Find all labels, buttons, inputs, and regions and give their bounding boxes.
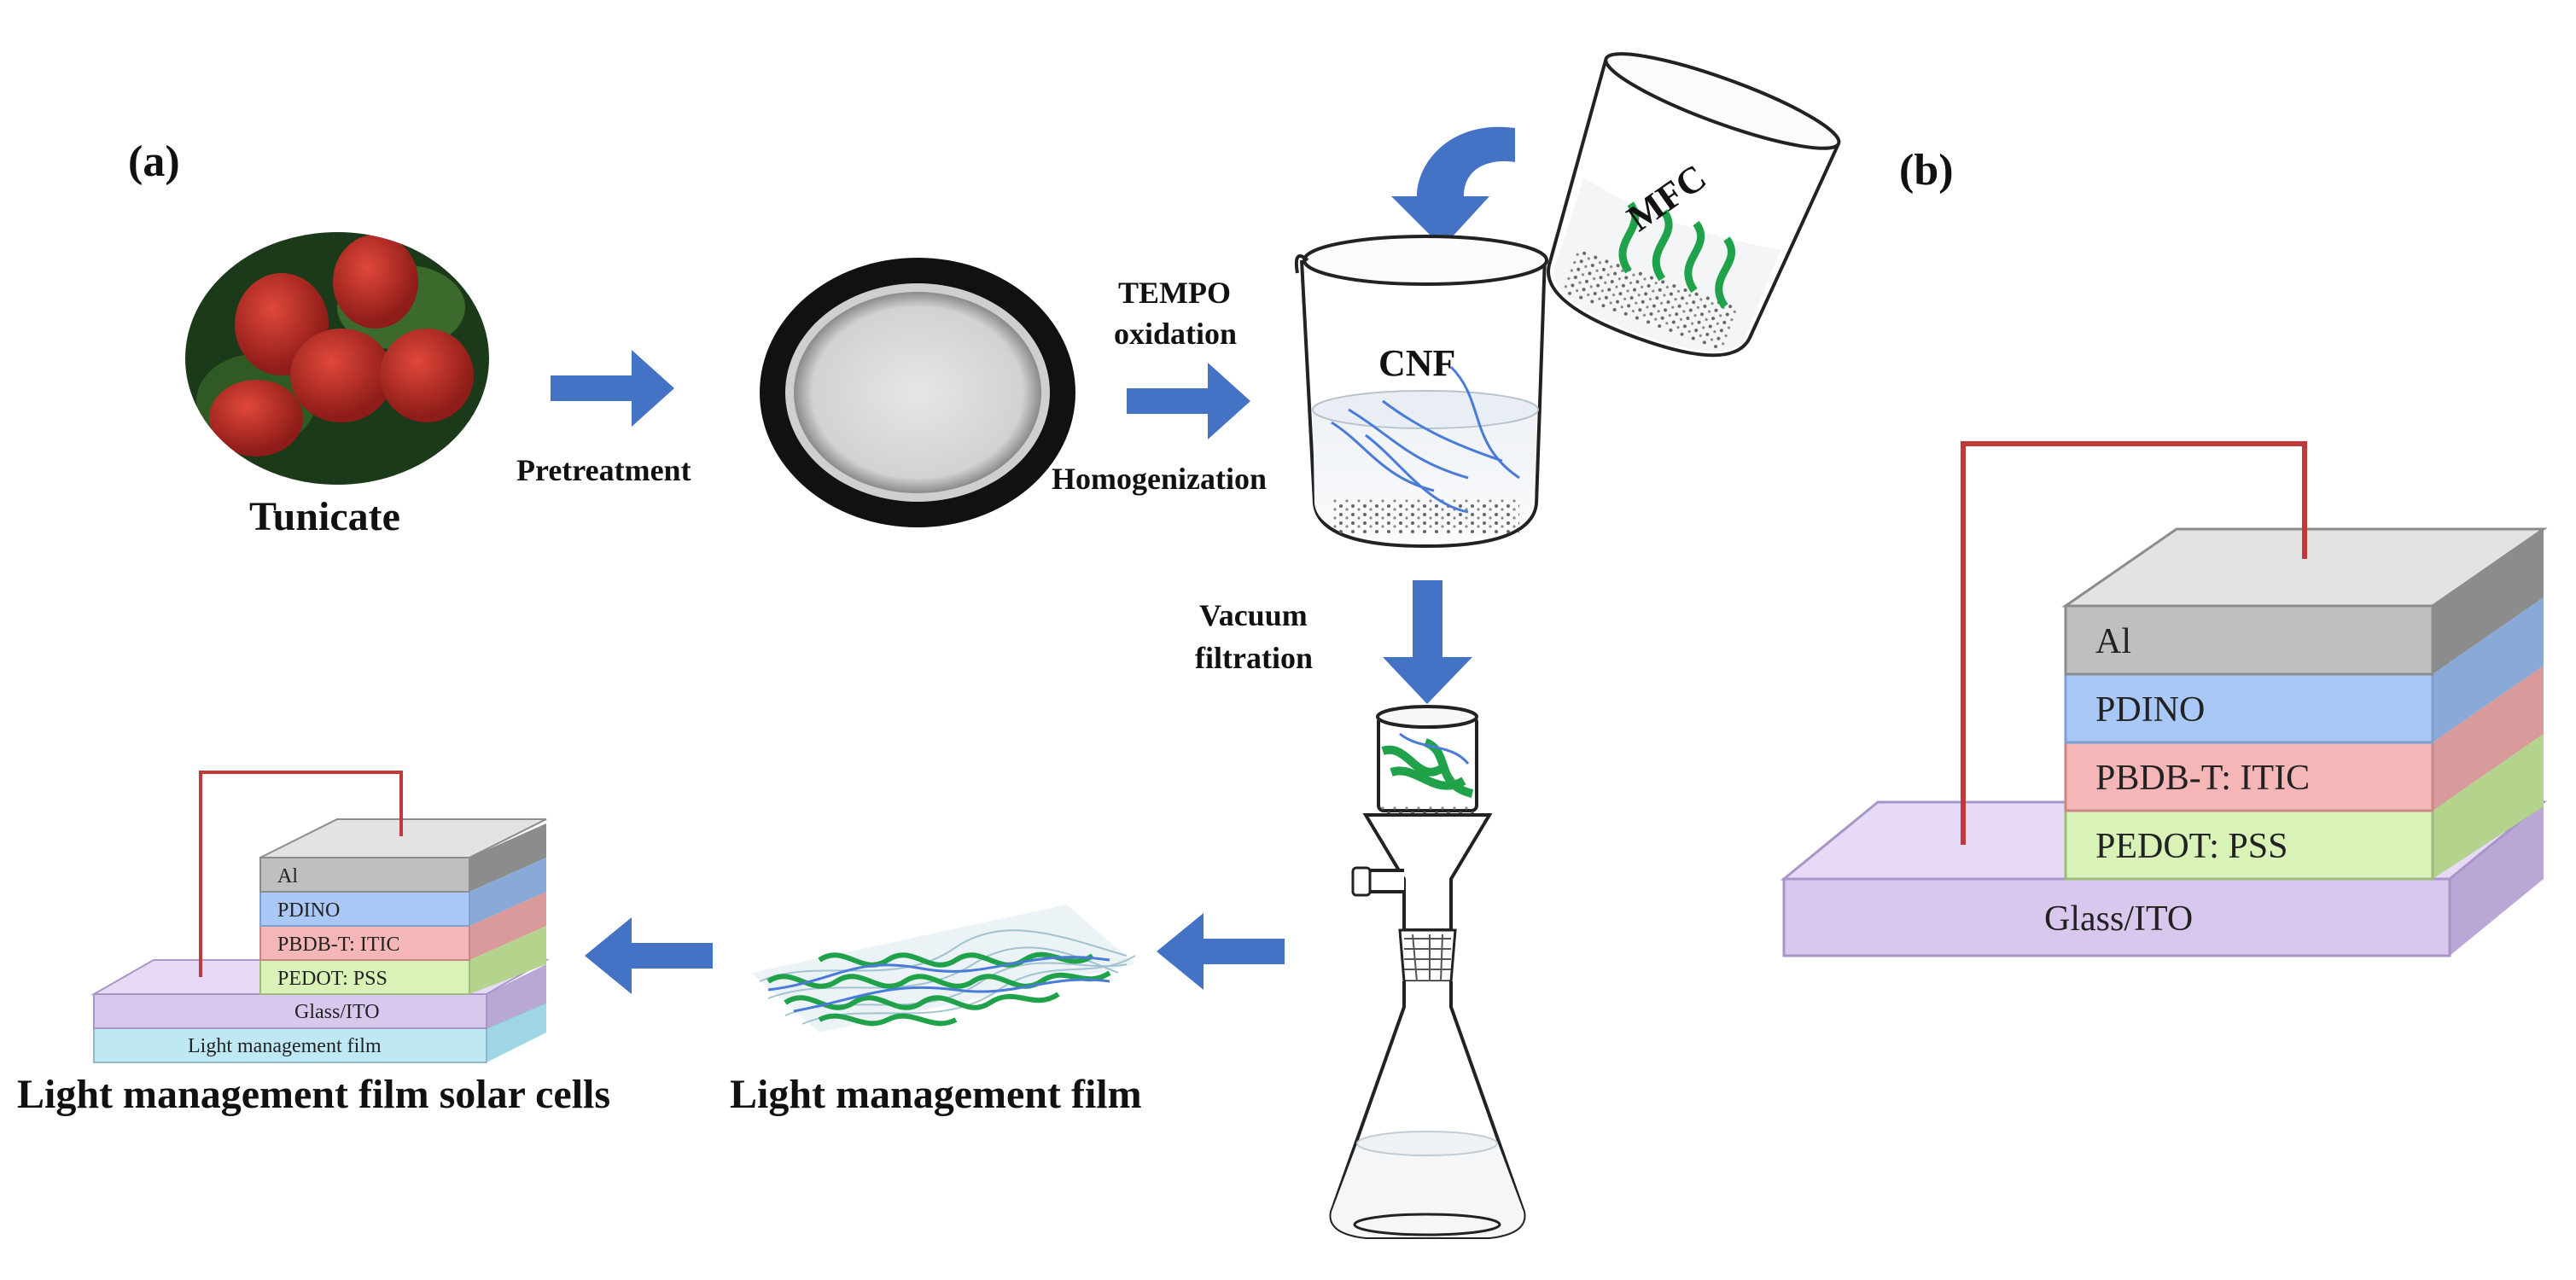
film-label: Light management film [730,1072,1142,1117]
tunicate-fruit [333,235,418,329]
small-layer-lmf [93,1027,487,1063]
large-label-glass: Glass/ITO [2044,899,2193,939]
tunicate-fruit [290,329,393,422]
arrow-left-2 [585,917,713,994]
tunicate-label: Tunicate [249,494,400,539]
mfc-fibers [1618,201,1736,309]
curved-arrow [1391,126,1515,247]
large-wire [1961,441,2307,845]
oxidation-label: oxidation [1114,317,1238,351]
large-layer-pedot [2064,809,2434,881]
light-management-film-image [751,905,1136,1033]
small-label-al: Al [277,865,298,887]
tempo-label: TEMPO [1118,276,1231,310]
homogenization-label: Homogenization [1052,462,1267,496]
filtration-apparatus [1329,705,1526,1239]
arrow-left-1 [1157,913,1285,990]
small-label-lmf: Light management film [188,1035,382,1057]
cnf-label: CNF [1378,342,1455,384]
small-label-pbdb: PBDB-T: ITIC [277,934,399,956]
filtration-label: filtration [1195,641,1313,675]
tunicate-fruit [380,329,474,422]
cells-label: Light management film solar cells [17,1072,611,1117]
large-layer-glass [1782,877,2451,957]
cnf-fibers [1331,365,1520,514]
large-label-pdino: PDINO [2095,690,2205,730]
tunicate-fruit [209,380,303,457]
arrow-down [1383,580,1472,704]
petri-dish [760,258,1075,527]
large-layer-al [2064,604,2434,676]
cnf-beaker [1294,235,1548,549]
tunicate-photo [182,229,492,488]
small-layer-al [259,857,470,893]
large-label-al: Al [2095,622,2131,661]
large-label-pedot: PEDOT: PSS [2095,827,2288,866]
large-label-pbdb: PBDB-T: ITIC [2095,759,2310,798]
small-layer-pedot [259,959,470,995]
vacuum-label: Vacuum [1199,598,1308,632]
small-label-glass: Glass/ITO [294,1001,380,1023]
arrow-right-2 [1127,363,1250,439]
small-wire [199,771,403,977]
small-label-pedot: PEDOT: PSS [277,968,388,990]
large-layer-pdino [2064,672,2434,744]
small-layer-pdino [259,891,470,927]
pretreatment-label: Pretreatment [516,453,691,487]
large-device-stack: Al PDINO PBDB-T: ITIC PEDOT: PSS Glass/I… [1780,441,2548,957]
small-label-pdino: PDINO [277,899,340,922]
panel-b-label: (b) [1899,146,1954,195]
panel-a-label: (a) [128,137,180,186]
mfc-beaker [1547,52,1841,358]
arrow-right-1 [551,350,674,427]
small-layer-glass [93,993,487,1029]
small-device-stack: Al PDINO PBDB-T: ITIC PEDOT: PSS Glass/I… [90,771,550,1063]
